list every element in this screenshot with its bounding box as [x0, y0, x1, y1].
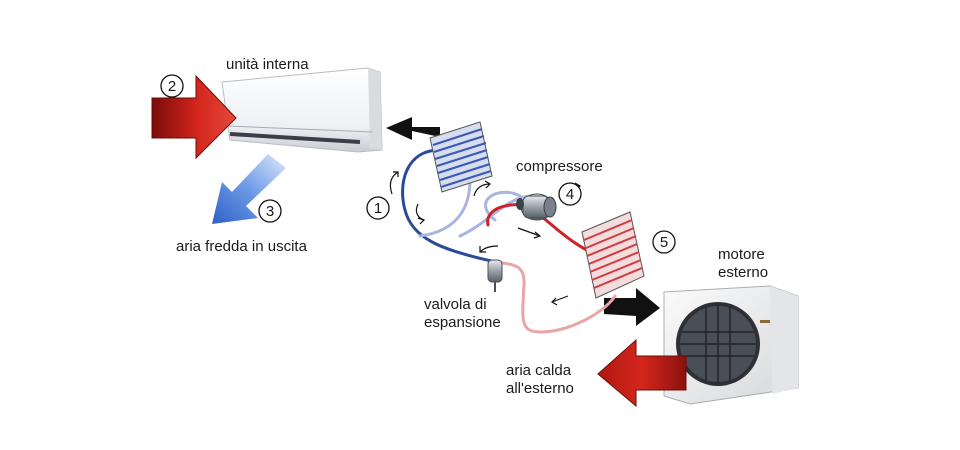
expansion-valve	[487, 259, 503, 292]
label-outdoor-unit: motore esterno	[718, 246, 768, 282]
airflow-arrow-indoor	[386, 117, 440, 140]
warm-air-intake-arrow	[151, 74, 237, 160]
label-cold-air: aria fredda in uscita	[176, 238, 307, 255]
label-compressor: compressore	[516, 158, 603, 175]
svg-text:3: 3	[266, 203, 274, 220]
marker-3: 3	[258, 199, 282, 223]
outdoor-unit	[663, 285, 799, 405]
refrigerant-pipes	[401, 148, 617, 334]
marker-4: 4	[558, 182, 582, 206]
airflow-arrow-outdoor	[604, 288, 660, 326]
condenser-coil	[581, 211, 645, 299]
label-indoor-unit: unità interna	[226, 56, 309, 73]
marker-5: 5	[652, 230, 676, 254]
hot-air-exhaust-arrow	[597, 338, 687, 408]
svg-text:4: 4	[566, 186, 574, 203]
marker-1: 1	[366, 196, 390, 220]
svg-text:2: 2	[168, 78, 176, 95]
label-outdoor-line2: esterno	[718, 264, 769, 281]
evaporator-coil	[429, 121, 493, 193]
compressor-unit	[516, 193, 557, 221]
flow-direction-arrows	[389, 171, 581, 306]
indoor-unit	[221, 67, 383, 153]
label-hot-line1: aria calda	[506, 362, 572, 379]
label-hot-air: aria calda all'esterno	[506, 362, 574, 398]
svg-text:1: 1	[374, 200, 382, 217]
label-outdoor-line1: motore	[718, 246, 765, 263]
label-valve-line2: espansione	[424, 314, 501, 331]
label-valve-line1: valvola di	[424, 296, 487, 313]
svg-text:5: 5	[660, 234, 668, 251]
label-hot-line2: all'esterno	[506, 380, 574, 397]
cold-air-arrow	[212, 154, 286, 224]
label-expansion-valve: valvola di espansione	[424, 296, 501, 332]
marker-2: 2	[160, 74, 184, 98]
